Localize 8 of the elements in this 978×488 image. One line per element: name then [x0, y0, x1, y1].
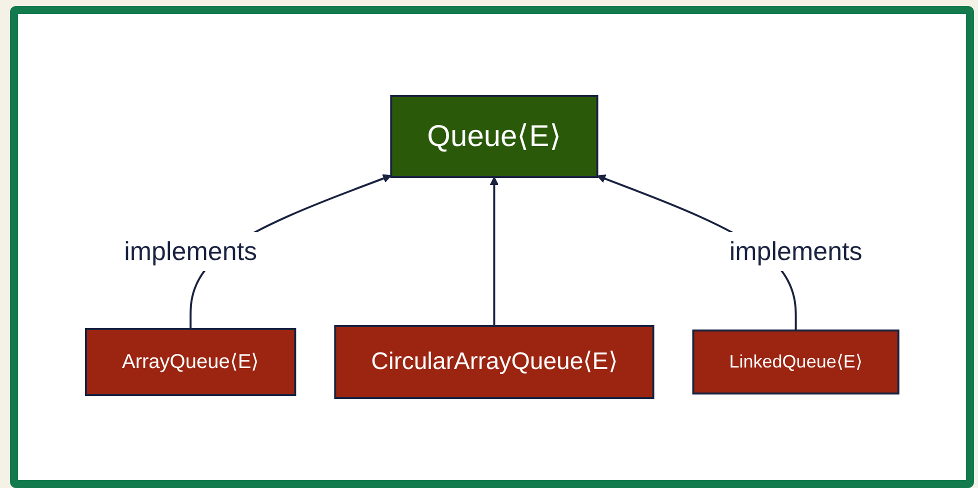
- edge-label: implements: [729, 236, 862, 266]
- node-box: [334, 325, 654, 399]
- node-box: [692, 330, 900, 394]
- node-box: [390, 95, 598, 178]
- node-box: [84, 328, 296, 396]
- edge-label: implements: [124, 236, 257, 266]
- card-frame: implements implements Queue⟨E⟩ ArrayQueue⟨E⟩ CircularArrayQueue⟨E⟩ LinkedQueue⟨E⟩: [10, 6, 974, 488]
- arrow: [490, 176, 498, 326]
